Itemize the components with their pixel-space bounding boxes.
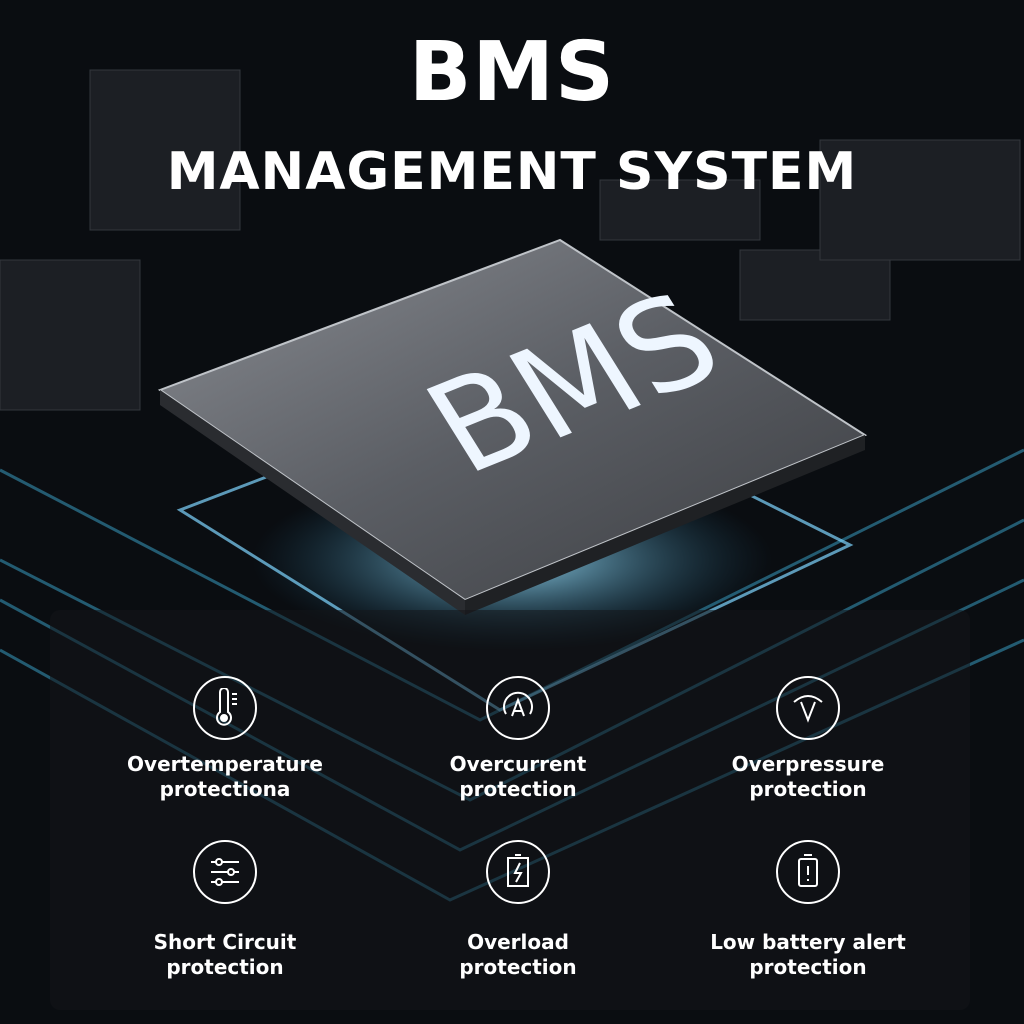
- feature-label: Low battery alert: [710, 930, 906, 954]
- feature-sublabel: protection: [459, 777, 577, 801]
- sliders-icon: [193, 840, 257, 904]
- page-subtitle: MANAGEMENT SYSTEM: [166, 142, 858, 202]
- voltmeter-icon: [776, 676, 840, 740]
- battery-bolt-icon: [486, 840, 550, 904]
- feature-label: Overpressure: [731, 752, 885, 776]
- feature-sublabel: protection: [166, 955, 284, 979]
- ammeter-icon: [486, 676, 550, 740]
- thermometer-icon: [193, 676, 257, 740]
- feature-label: Overtemperature: [127, 752, 323, 776]
- page-title: BMS: [408, 25, 616, 120]
- battery-alert-icon: [776, 840, 840, 904]
- feature-label: Overcurrent: [449, 752, 587, 776]
- feature-label: Overload: [467, 930, 569, 954]
- feature-sublabel: protectiona: [159, 777, 291, 801]
- feature-sublabel: protection: [749, 777, 867, 801]
- feature-sublabel: protection: [749, 955, 867, 979]
- feature-label: Short Circuit: [153, 930, 297, 954]
- feature-sublabel: protection: [459, 955, 577, 979]
